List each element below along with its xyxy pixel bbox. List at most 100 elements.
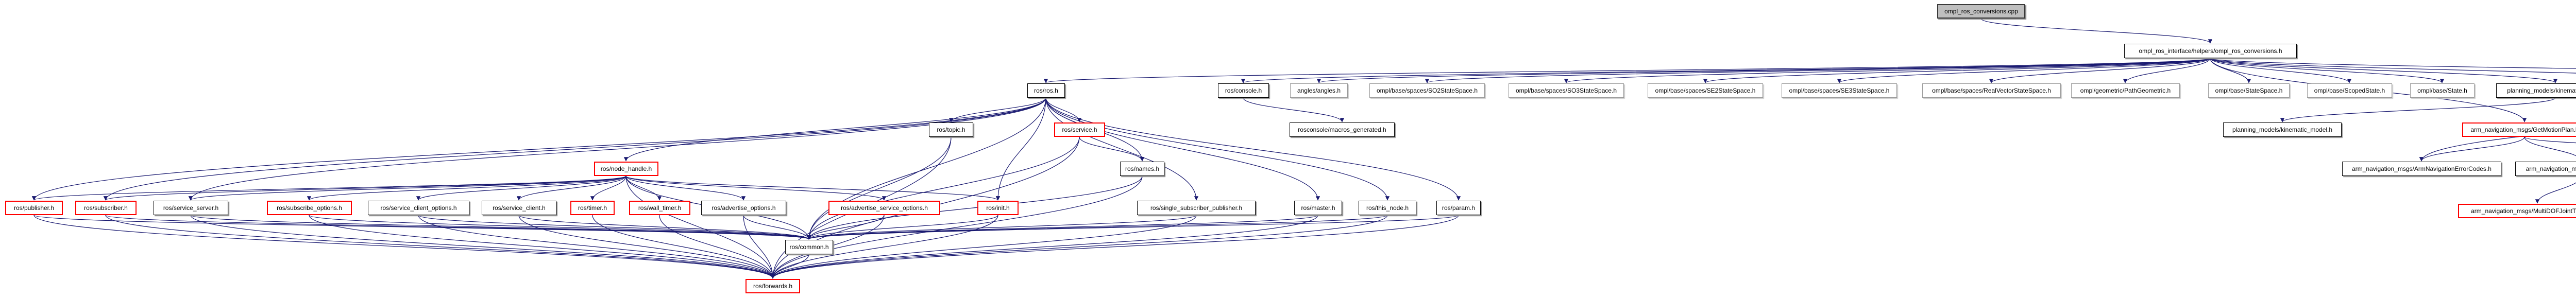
graph-node-cpp[interactable]: ompl_ros_conversions.cpp: [1937, 4, 2025, 19]
graph-node-ros[interactable]: ros/ros.h: [1027, 83, 1065, 98]
graph-node-param[interactable]: ros/param.h: [1436, 201, 1481, 215]
include-edge-nodehandle-to-service_server: [189, 175, 626, 201]
include-edge-init-to-forwards: [770, 215, 998, 279]
include-edge-getmotionplan-to-robottraj: [2524, 136, 2576, 156]
graph-node-label: ros/service_server.h: [163, 204, 219, 212]
graph-node-label: ros/timer.h: [578, 204, 607, 212]
include-edge-helpers-to-kinstate: [2210, 58, 2557, 83]
graph-node-se2[interactable]: ompl/base/spaces/SE2StateSpace.h: [1648, 83, 1763, 98]
graph-node-statespace[interactable]: ompl/base/StateSpace.h: [2208, 83, 2290, 98]
graph-node-label: ros/subscribe_options.h: [277, 204, 342, 212]
graph-node-scopedstate[interactable]: ompl/base/ScopedState.h: [2307, 83, 2392, 98]
include-edge-ros-to-publisher: [31, 97, 1046, 201]
graph-node-label: ompl/base/spaces/SE2StateSpace.h: [1655, 87, 1756, 94]
graph-node-pathgeo[interactable]: ompl/geometric/PathGeometric.h: [2071, 83, 2180, 98]
include-edge-helpers-to-ros: [1044, 58, 2211, 83]
graph-node-label: arm_navigation_msgs/GetMotionPlan.h: [2470, 126, 2576, 133]
graph-node-service_client[interactable]: ros/service_client.h: [482, 201, 556, 215]
graph-node-ssp[interactable]: ros/single_subscriber_publisher.h: [1137, 201, 1256, 215]
include-edge-helpers-to-se2: [1703, 58, 2211, 83]
graph-node-service[interactable]: ros/service.h: [1054, 122, 1105, 137]
include-edge-names-to-common: [806, 175, 1143, 240]
include-edge-service_server-to-forwards: [190, 215, 775, 279]
include-edge-ros-to-master: [1045, 97, 1320, 201]
include-edge-nodehandle-to-forwards: [625, 175, 775, 279]
include-edge-advertise_options-to-forwards: [743, 215, 775, 279]
graph-node-this_node[interactable]: ros/this_node.h: [1359, 201, 1416, 215]
include-edge-param-to-common: [807, 215, 1459, 240]
graph-node-label: ompl/base/State.h: [2417, 87, 2467, 94]
include-edge-ros-to-common: [806, 97, 1046, 240]
include-edge-robottraj-to-multidoftraj: [2535, 182, 2576, 204]
include-edge-timer-to-forwards: [592, 215, 775, 279]
graph-node-console[interactable]: ros/console.h: [1218, 83, 1269, 98]
include-edge-cpp-to-helpers: [1980, 18, 2213, 44]
include-edge-nodehandle-to-subscriber: [104, 175, 626, 201]
graph-node-advertise_service_options[interactable]: ros/advertise_service_options.h: [828, 201, 940, 215]
graph-node-wall_timer[interactable]: ros/wall_timer.h: [629, 201, 690, 215]
graph-node-so3[interactable]: ompl/base/spaces/SO3StateSpace.h: [1509, 83, 1624, 98]
graph-node-errorcodes[interactable]: arm_navigation_msgs/ArmNavigationErrorCo…: [2342, 162, 2501, 176]
graph-node-state[interactable]: ompl/base/State.h: [2410, 83, 2475, 98]
graph-node-robottraj[interactable]: arm_navigation_msgs/RobotTrajectory.h: [2515, 162, 2576, 176]
graph-node-names[interactable]: ros/names.h: [1120, 162, 1164, 176]
include-edge-helpers-to-angles: [1317, 58, 2211, 83]
graph-node-subscribe_options[interactable]: ros/subscribe_options.h: [267, 201, 352, 215]
graph-node-label: ros/advertise_service_options.h: [841, 204, 928, 212]
graph-node-advertise_options[interactable]: ros/advertise_options.h: [701, 201, 786, 215]
include-edge-service-to-common: [806, 136, 1080, 240]
include-edge-this_node-to-common: [807, 215, 1388, 240]
graph-node-label: ros/this_node.h: [1366, 204, 1409, 212]
graph-node-label: ompl/geometric/PathGeometric.h: [2080, 87, 2171, 94]
graph-node-master[interactable]: ros/master.h: [1294, 201, 1342, 215]
graph-node-so2[interactable]: ompl/base/spaces/SO2StateSpace.h: [1369, 83, 1485, 98]
graph-node-se3[interactable]: ompl/base/spaces/SE3StateSpace.h: [1782, 83, 1897, 98]
graph-node-common[interactable]: ros/common.h: [785, 240, 833, 254]
include-edge-helpers-to-pathgeo: [2123, 58, 2211, 83]
include-edge-publisher-to-forwards: [33, 215, 775, 279]
include-edge-helpers-to-state: [2210, 58, 2445, 83]
include-edge-ros-to-service: [1045, 97, 1082, 122]
graph-node-timer[interactable]: ros/timer.h: [570, 201, 615, 215]
graph-node-label: ompl/base/ScopedState.h: [2314, 87, 2385, 94]
graph-node-multidoftraj[interactable]: arm_navigation_msgs/MultiDOFJointTraject…: [2458, 204, 2576, 218]
include-edge-service_client_options-to-forwards: [418, 215, 775, 279]
graph-node-getmotionplan[interactable]: arm_navigation_msgs/GetMotionPlan.h: [2462, 122, 2576, 137]
graph-node-label: ros/advertise_options.h: [711, 204, 776, 212]
graph-node-macros[interactable]: rosconsole/macros_generated.h: [1290, 122, 1395, 137]
graph-node-topic[interactable]: ros/topic.h: [929, 122, 973, 137]
graph-node-init[interactable]: ros/init.h: [977, 201, 1019, 215]
graph-node-helpers[interactable]: ompl_ros_interface/helpers/ompl_ros_conv…: [2124, 44, 2297, 58]
graph-node-subscriber[interactable]: ros/subscriber.h: [75, 201, 137, 215]
graph-node-kinmodel[interactable]: planning_models/kinematic_model.h: [2223, 122, 2342, 137]
include-edge-service_client_options-to-common: [418, 215, 811, 240]
graph-node-label: ros/forwards.h: [753, 283, 793, 290]
include-edge-nodehandle-to-service_client: [516, 175, 626, 201]
include-edge-helpers-to-rvss: [1989, 58, 2211, 83]
graph-node-label: ros/topic.h: [937, 126, 965, 133]
graph-node-label: ompl/base/StateSpace.h: [2215, 87, 2283, 94]
include-edge-nodehandle-to-advertise_options: [625, 175, 746, 201]
include-edge-kinstate-to-kinmodel: [2280, 97, 2556, 122]
graph-node-service_server[interactable]: ros/service_server.h: [154, 201, 228, 215]
graph-node-label: arm_navigation_msgs/ArmNavigationErrorCo…: [2352, 165, 2492, 172]
include-edge-helpers-to-so3: [1564, 58, 2211, 83]
graph-node-label: arm_navigation_msgs/MultiDOFJointTraject…: [2471, 207, 2576, 215]
graph-node-rvss[interactable]: ompl/base/spaces/RealVectorStateSpace.h: [1922, 83, 2061, 98]
graph-node-forwards[interactable]: ros/forwards.h: [745, 279, 800, 293]
include-edge-nodehandle-to-init: [625, 175, 1000, 201]
graph-node-kinstate[interactable]: planning_models/kinematic_state.h: [2496, 83, 2576, 98]
include-edge-subscribe_options-to-common: [309, 215, 811, 240]
graph-node-nodehandle[interactable]: ros/node_handle.h: [594, 162, 658, 176]
graph-node-publisher[interactable]: ros/publisher.h: [5, 201, 63, 215]
include-edge-init-to-common: [806, 215, 998, 240]
graph-node-label: arm_navigation_msgs/RobotTrajectory.h: [2526, 165, 2576, 172]
graph-node-angles[interactable]: angles/angles.h: [1290, 83, 1348, 98]
graph-node-service_client_options[interactable]: ros/service_client_options.h: [368, 201, 469, 215]
include-edge-this_node-to-forwards: [770, 215, 1388, 279]
include-edge-ssp-to-forwards: [770, 215, 1197, 279]
include-edge-master-to-forwards: [770, 215, 1318, 279]
include-edge-helpers-to-se3: [1837, 58, 2211, 83]
